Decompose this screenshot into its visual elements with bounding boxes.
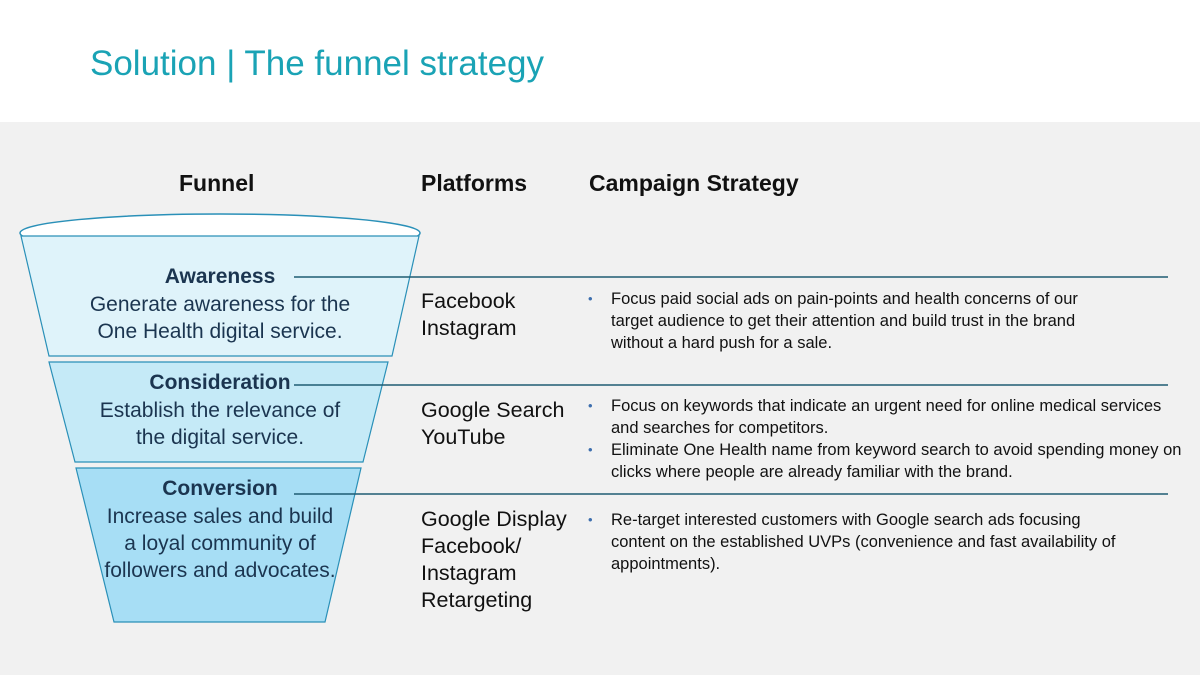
strategy-bullet: • Focus paid social ads on pain-points an… xyxy=(588,288,1118,354)
header-campaign-strategy: Campaign Strategy xyxy=(589,170,799,196)
platform-item: Google Display xyxy=(421,507,567,531)
bullet-icon: • xyxy=(588,398,593,413)
platform-item: Facebook xyxy=(421,289,516,313)
platforms-awareness: Facebook Instagram xyxy=(421,288,517,342)
platforms-conversion: Google Display Facebook/ Instagram Retar… xyxy=(421,506,567,614)
header-funnel: Funnel xyxy=(179,170,255,196)
strategy-bullet: • Focus on keywords that indicate an urge… xyxy=(588,395,1188,439)
platform-item: Google Search xyxy=(421,398,565,422)
stage-desc-consideration: Establish the relevance of the digital s… xyxy=(99,399,341,449)
strategy-text: Focus on keywords that indicate an urgen… xyxy=(611,397,1162,437)
stage-name-consideration: Consideration xyxy=(149,371,291,394)
strategy-text: Re-target interested customers with Goog… xyxy=(611,511,1116,573)
platform-item: Instagram xyxy=(421,561,517,585)
platform-item: Facebook/ xyxy=(421,534,522,558)
stage-desc-awareness: Generate awareness for the One Health di… xyxy=(89,293,351,343)
funnel-stage-consideration xyxy=(48,361,389,463)
strategy-text: Eliminate One Health name from keyword s… xyxy=(611,441,1182,481)
strategy-text: Focus paid social ads on pain-points and… xyxy=(611,290,1078,352)
bullet-icon: • xyxy=(588,291,593,306)
funnel-stage-awareness xyxy=(20,235,420,357)
header-platforms: Platforms xyxy=(421,170,528,196)
slide-title: Solution | The funnel strategy xyxy=(90,44,545,83)
strategy-conversion: • Re-target interested customers with Goo… xyxy=(588,509,1118,575)
strategy-awareness: • Focus paid social ads on pain-points an… xyxy=(588,288,1118,354)
stage-desc-conversion: Increase sales and build a loyal communi… xyxy=(104,505,336,582)
platform-item: Instagram xyxy=(421,316,517,340)
stage-name-conversion: Conversion xyxy=(162,477,278,500)
platform-item: YouTube xyxy=(421,425,506,449)
strategy-bullet: • Re-target interested customers with Goo… xyxy=(588,509,1118,575)
strategy-consideration: • Focus on keywords that indicate an urge… xyxy=(588,395,1188,483)
strategy-bullet: • Eliminate One Health name from keyword … xyxy=(588,439,1188,483)
funnel-stage-conversion xyxy=(75,467,362,623)
platforms-consideration: Google Search YouTube xyxy=(421,397,564,451)
stage-name-awareness: Awareness xyxy=(164,265,276,288)
bullet-icon: • xyxy=(588,512,593,527)
bullet-icon: • xyxy=(588,442,593,457)
platform-item: Retargeting xyxy=(421,588,533,612)
